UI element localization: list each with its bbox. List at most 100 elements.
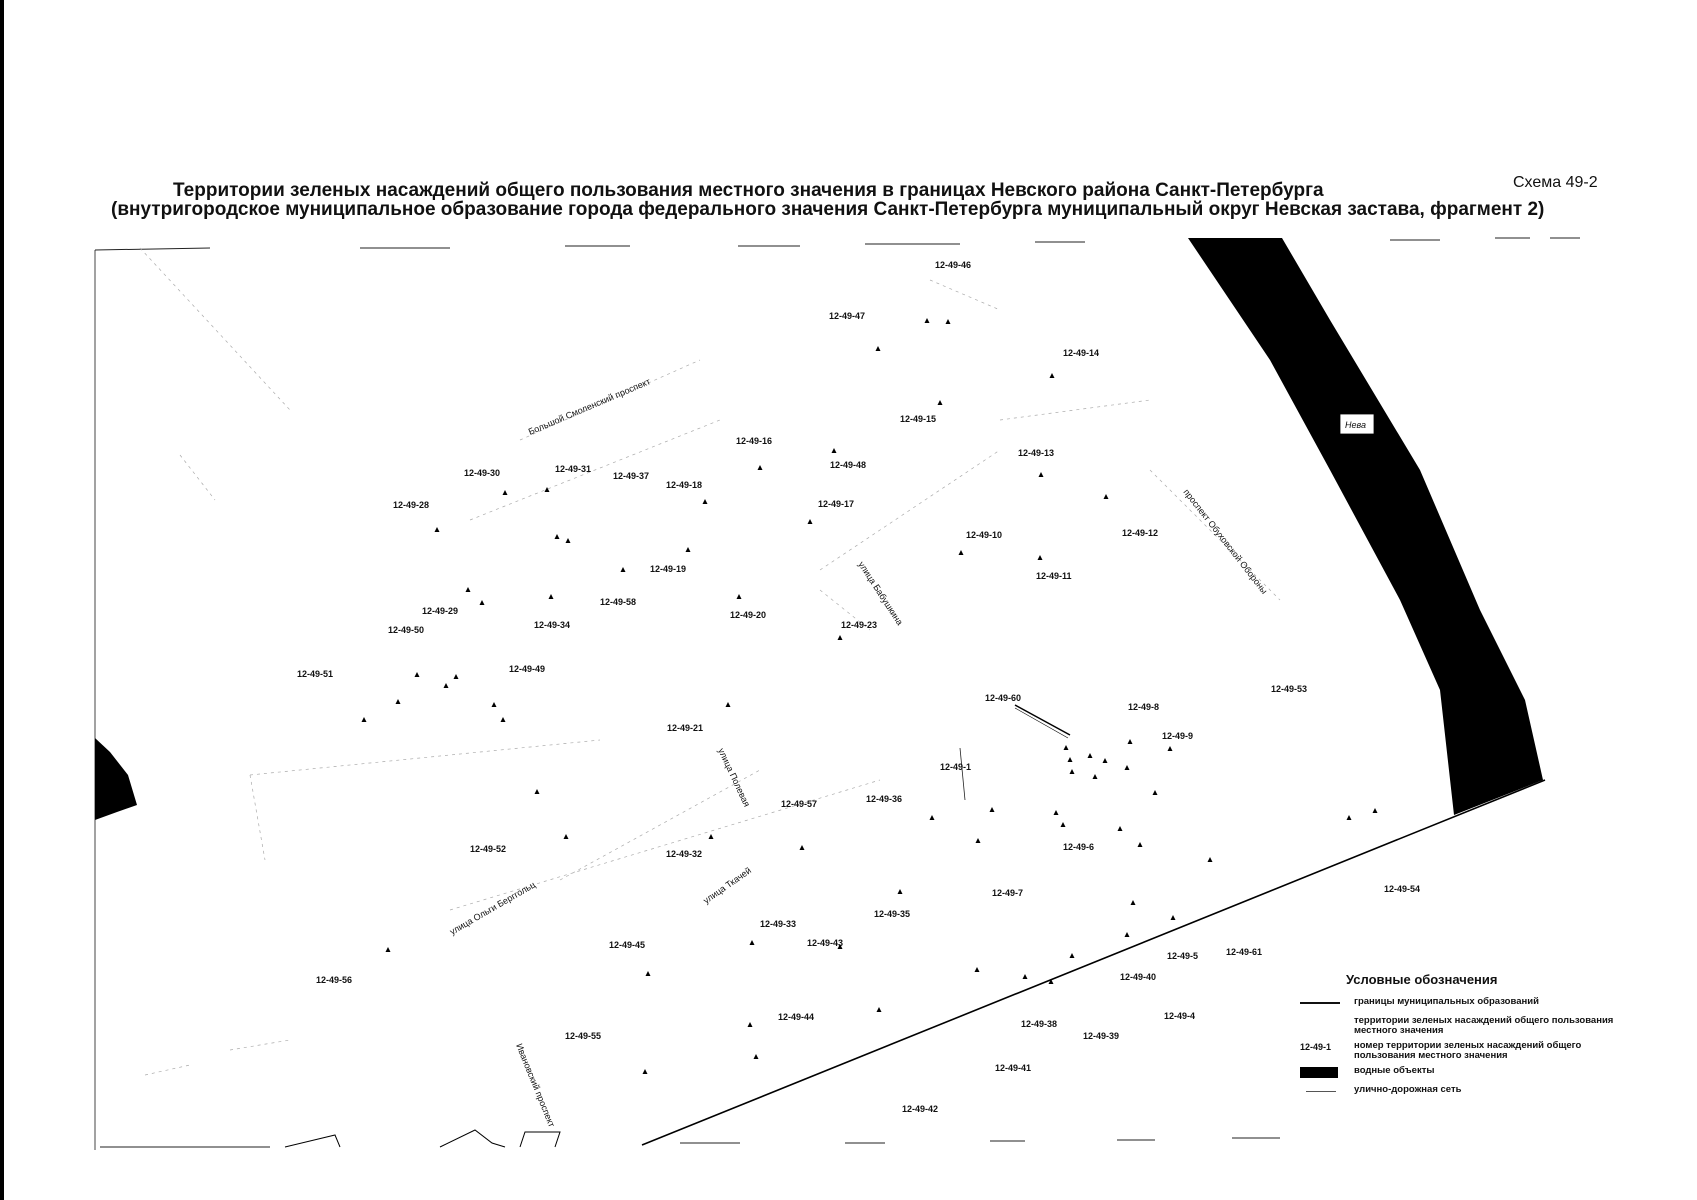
- zone-marker: [1069, 769, 1075, 774]
- zone-marker: [1130, 900, 1136, 905]
- zone-label-12-49-15: 12-49-15: [900, 414, 936, 424]
- zone-marker: [1087, 753, 1093, 758]
- water-object-left: [95, 738, 137, 820]
- zone-marker: [1127, 739, 1133, 744]
- municipal-boundary: [641, 779, 1546, 1146]
- zone-marker: [500, 717, 506, 722]
- zone-label-12-49-40: 12-49-40: [1120, 972, 1156, 982]
- zone-marker: [453, 674, 459, 679]
- zone-marker: [1346, 815, 1352, 820]
- zone-label-12-49-36: 12-49-36: [866, 794, 902, 804]
- zone-marker: [876, 1007, 882, 1012]
- zone-marker: [799, 845, 805, 850]
- zone-label-12-49-5: 12-49-5: [1167, 951, 1198, 961]
- zone-marker: [708, 834, 714, 839]
- zone-marker: [563, 834, 569, 839]
- zone-label-12-49-12: 12-49-12: [1122, 528, 1158, 538]
- zone-marker: [897, 889, 903, 894]
- zone-marker: [1124, 765, 1130, 770]
- zone-label-12-49-58: 12-49-58: [600, 597, 636, 607]
- zone-marker: [1067, 757, 1073, 762]
- map-title: Территории зеленых насаждений общего пол…: [173, 180, 1324, 201]
- street-symbol: [1306, 1090, 1336, 1092]
- zone-label-12-49-34: 12-49-34: [534, 620, 570, 630]
- zone-marker: [1048, 979, 1054, 984]
- zone-label-12-49-16: 12-49-16: [736, 436, 772, 446]
- zone-label-12-49-19: 12-49-19: [650, 564, 686, 574]
- zone-label-12-49-49: 12-49-49: [509, 664, 545, 674]
- zone-marker: [747, 1022, 753, 1027]
- scan-edge: [0, 0, 4, 1200]
- zone-label-12-49-53: 12-49-53: [1271, 684, 1307, 694]
- zone-marker: [1092, 774, 1098, 779]
- zone-label-12-49-45: 12-49-45: [609, 940, 645, 950]
- zone-marker: [685, 547, 691, 552]
- zone-label-12-49-50: 12-49-50: [388, 625, 424, 635]
- zone-label-12-49-11: 12-49-11: [1036, 571, 1072, 581]
- scheme-number: Схема 49-2: [1513, 174, 1598, 191]
- neva-label-box: [1339, 413, 1375, 435]
- zone-label-12-49-31: 12-49-31: [555, 464, 591, 474]
- zone-label-12-49-61: 12-49-61: [1226, 947, 1262, 957]
- neva-river: [1188, 238, 1543, 815]
- zone-label-12-49-56: 12-49-56: [316, 975, 352, 985]
- street-ivanovsky: Ивановский проспект: [514, 1042, 557, 1128]
- zone-label-12-49-10: 12-49-10: [966, 530, 1002, 540]
- zone-marker: [479, 600, 485, 605]
- zone-label-12-49-9: 12-49-9: [1162, 731, 1193, 741]
- zone-label-12-49-52: 12-49-52: [470, 844, 506, 854]
- zone-marker: [975, 838, 981, 843]
- building-outlines: [284, 1129, 561, 1148]
- zone-marker: [989, 807, 995, 812]
- zone-label-12-49-30: 12-49-30: [464, 468, 500, 478]
- legend-item-streets: улично-дорожная сеть: [1300, 1085, 1620, 1099]
- zone-label-12-49-35: 12-49-35: [874, 909, 910, 919]
- zone-marker: [1049, 373, 1055, 378]
- legend-item-water: водные объекты: [1300, 1066, 1620, 1080]
- zone-label-12-49-54: 12-49-54: [1384, 884, 1420, 894]
- map-legend: Условные обозначения границы муниципальн…: [1300, 972, 1620, 1104]
- legend-title: Условные обозначения: [1346, 972, 1498, 987]
- zone-label-12-49-41: 12-49-41: [995, 1063, 1031, 1073]
- boundary-line-symbol: [1300, 1002, 1340, 1004]
- zone-marker: [642, 1069, 648, 1074]
- zone-marker: [554, 534, 560, 539]
- zone-marker: [1063, 745, 1069, 750]
- zone-label-12-49-47: 12-49-47: [829, 311, 865, 321]
- zone-marker: [1037, 555, 1043, 560]
- zone-marker: [757, 465, 763, 470]
- zone-label-12-49-60: 12-49-60: [985, 693, 1021, 703]
- zone-marker: [645, 971, 651, 976]
- zone-marker: [1372, 808, 1378, 813]
- zone-marker: [1069, 953, 1075, 958]
- zone-marker: [924, 318, 930, 323]
- zone-label-12-49-17: 12-49-17: [818, 499, 854, 509]
- zone-marker: [1167, 746, 1173, 751]
- zone-label-12-49-14: 12-49-14: [1063, 348, 1099, 358]
- zone-marker: [1124, 932, 1130, 937]
- water-symbol: [1300, 1066, 1338, 1078]
- zone-marker: [1053, 810, 1059, 815]
- zone-marker: [434, 527, 440, 532]
- zone-labels: 12-49-4612-49-4712-49-1412-49-1512-49-13…: [297, 260, 1420, 1114]
- legend-item-green-territory: территории зеленых насаждений общего пол…: [1354, 1015, 1614, 1036]
- zone-marker: [753, 1054, 759, 1059]
- zone-marker: [361, 717, 367, 722]
- zone-marker: [837, 635, 843, 640]
- zone-marker: [1038, 472, 1044, 477]
- legend-item-boundary: границы муниципальных образований: [1300, 997, 1620, 1011]
- zone-marker: [502, 490, 508, 495]
- zone-label-12-49-18: 12-49-18: [666, 480, 702, 490]
- street-olgi-berggolts: улица Ольги Берггольц: [448, 880, 537, 937]
- zone-marker: [702, 499, 708, 504]
- zone-marker: [385, 947, 391, 952]
- street-tkachey: улица Ткачей: [701, 865, 753, 905]
- map-subtitle: (внутригородское муниципальное образован…: [111, 199, 1545, 220]
- zone-marker: [620, 567, 626, 572]
- zone-label-12-49-55: 12-49-55: [565, 1031, 601, 1041]
- zone-marker: [831, 448, 837, 453]
- legend-item-number: 12-49-1 номер территории зеленых насажде…: [1300, 1040, 1582, 1061]
- zone-label-12-49-1: 12-49-1: [940, 762, 971, 772]
- zone-marker: [725, 702, 731, 707]
- map-frame: [94, 237, 1580, 1150]
